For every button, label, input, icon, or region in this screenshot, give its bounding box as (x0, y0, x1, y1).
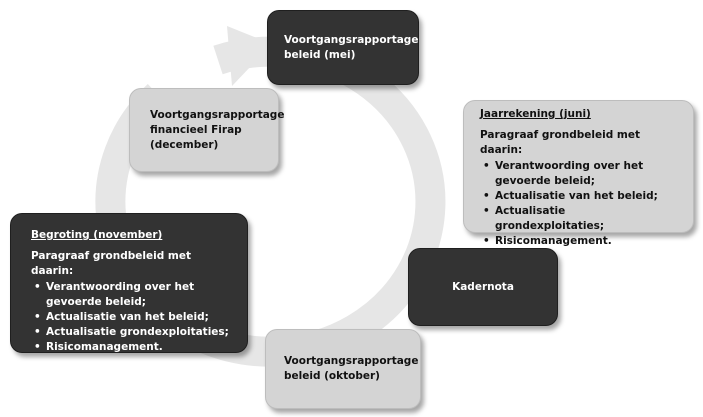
node-line: Voortgangsrapportage (284, 33, 419, 46)
node-heading: Jaarrekening (juni) (480, 108, 591, 120)
bullet-item: Risicomanagement. (483, 234, 677, 249)
node-line: Voortgangsrapportage (284, 355, 419, 367)
node-line: financieel Firap (150, 123, 242, 136)
node-intro: Paragraaf grondbeleid met daarin: (31, 250, 191, 277)
node-bullet-list: Verantwoording over het gevoerde beleid;… (480, 159, 677, 249)
node-voortgang-oktober: Voortgangsrapportage beleid (oktober) (265, 329, 421, 409)
node-line: beleid (oktober) (284, 370, 380, 382)
node-voortgang-mei: Voortgangsrapportage beleid (mei) (267, 10, 419, 85)
cycle-arrow-head (227, 26, 272, 86)
bullet-item: Actualisatie van het beleid; (483, 189, 677, 204)
bullet-item: Actualisatie grondexploitaties; (34, 325, 229, 340)
node-line: (december) (150, 138, 219, 151)
node-begroting: Begroting (november) Paragraaf grondbele… (10, 213, 248, 355)
node-line: Voortgangsrapportage (150, 108, 285, 121)
bullet-item: Risicomanagement. (34, 340, 229, 355)
bullet-item: Verantwoording over het gevoerde beleid; (34, 280, 229, 310)
node-jaarrekening: Jaarrekening (juni) Paragraaf grondbelei… (463, 100, 694, 249)
bullet-item: Actualisatie van het beleid; (34, 310, 229, 325)
node-heading: Begroting (november) (31, 229, 163, 241)
node-voortgang-firap: Voortgangsrapportage financieel Firap (d… (129, 88, 284, 172)
node-line: beleid (mei) (284, 48, 356, 61)
bullet-item: Actualisatie grondexploitaties; (483, 204, 677, 234)
node-bullet-list: Verantwoording over het gevoerde beleid;… (31, 280, 229, 355)
node-intro: Paragraaf grondbeleid met daarin: (480, 129, 640, 156)
node-kadernota: Kadernota (408, 248, 558, 326)
bullet-item: Verantwoording over het gevoerde beleid; (483, 159, 677, 189)
node-label: Kadernota (452, 280, 514, 293)
